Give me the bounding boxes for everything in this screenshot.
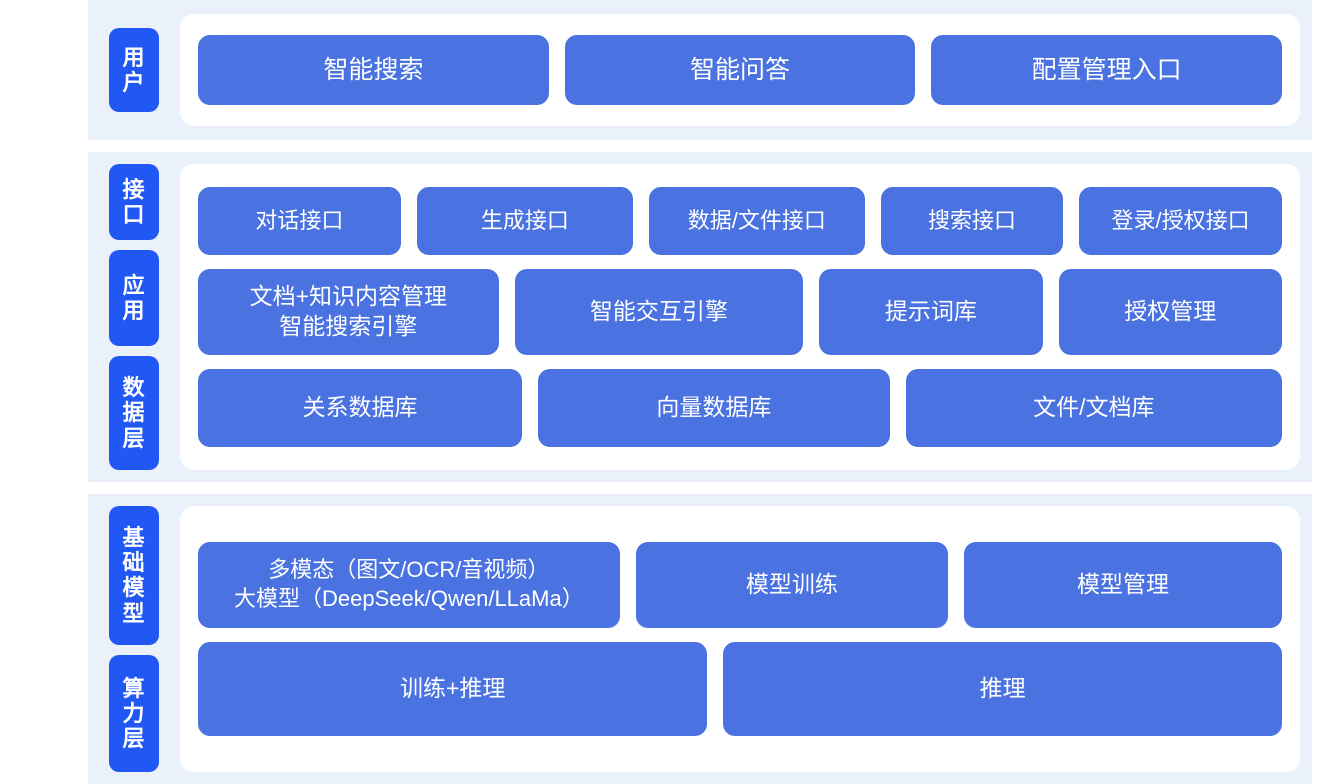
box-relational-database[interactable]: 关系数据库 [198, 369, 522, 447]
model-row: 多模态（图文/OCR/音视频） 大模型（DeepSeek/Qwen/LLaMa）… [198, 542, 1283, 628]
box-config-management-entry[interactable]: 配置管理入口 [931, 35, 1283, 105]
box-smart-search[interactable]: 智能搜索 [198, 35, 549, 105]
box-dialog-api[interactable]: 对话接口 [198, 187, 401, 255]
box-vector-database[interactable]: 向量数据库 [537, 369, 890, 447]
section-user: 用户 智能搜索 智能问答 配置管理入口 [88, 0, 1312, 140]
box-data-file-api[interactable]: 数据/文件接口 [648, 187, 865, 255]
box-model-training[interactable]: 模型训练 [635, 542, 948, 628]
box-model-management[interactable]: 模型管理 [963, 542, 1283, 628]
box-authorization-management[interactable]: 授权管理 [1058, 269, 1282, 355]
section-middle-label-stack: 接口 应用 数据层 [88, 152, 180, 482]
application-row: 文档+知识内容管理 智能搜索引擎 智能交互引擎 提示词库 授权管理 [198, 269, 1282, 355]
box-multimodal-large-model[interactable]: 多模态（图文/OCR/音视频） 大模型（DeepSeek/Qwen/LLaMa） [198, 542, 620, 628]
section-base-card: 多模态（图文/OCR/音视频） 大模型（DeepSeek/Qwen/LLaMa）… [180, 506, 1300, 772]
user-row: 智能搜索 智能问答 配置管理入口 [198, 35, 1283, 105]
box-generation-api[interactable]: 生成接口 [416, 187, 633, 255]
box-search-api[interactable]: 搜索接口 [880, 187, 1064, 255]
section-user-card: 智能搜索 智能问答 配置管理入口 [180, 14, 1300, 126]
section-middle-card: 对话接口 生成接口 数据/文件接口 搜索接口 登录/授权接口 文档+知识内容管理… [180, 164, 1300, 470]
box-prompt-library[interactable]: 提示词库 [819, 269, 1043, 355]
data-row: 关系数据库 向量数据库 文件/文档库 [198, 369, 1282, 447]
section-base-label-stack: 基础模型 算力层 [88, 494, 180, 784]
layer-label-interface: 接口 [109, 164, 159, 240]
layer-label-compute: 算力层 [109, 654, 159, 772]
box-smart-qa[interactable]: 智能问答 [564, 35, 916, 105]
layer-label-data: 数据层 [109, 356, 159, 470]
section-user-label-stack: 用户 [88, 0, 180, 140]
box-file-document-store[interactable]: 文件/文档库 [905, 369, 1282, 447]
box-inference[interactable]: 推理 [723, 642, 1282, 736]
layer-label-application: 应用 [109, 249, 159, 347]
section-middle: 接口 应用 数据层 对话接口 生成接口 数据/文件接口 搜索接口 登录/授权接口… [88, 152, 1312, 482]
box-login-auth-api[interactable]: 登录/授权接口 [1079, 187, 1282, 255]
layer-label-user: 用户 [109, 28, 159, 112]
interface-row: 对话接口 生成接口 数据/文件接口 搜索接口 登录/授权接口 [198, 187, 1282, 255]
box-smart-interaction-engine[interactable]: 智能交互引擎 [514, 269, 804, 355]
box-document-knowledge-management[interactable]: 文档+知识内容管理 智能搜索引擎 [198, 269, 499, 355]
box-training-inference[interactable]: 训练+推理 [198, 642, 708, 736]
section-base: 基础模型 算力层 多模态（图文/OCR/音视频） 大模型（DeepSeek/Qw… [88, 494, 1312, 784]
layer-label-foundation-model: 基础模型 [109, 506, 159, 645]
compute-row: 训练+推理 推理 [198, 642, 1282, 736]
